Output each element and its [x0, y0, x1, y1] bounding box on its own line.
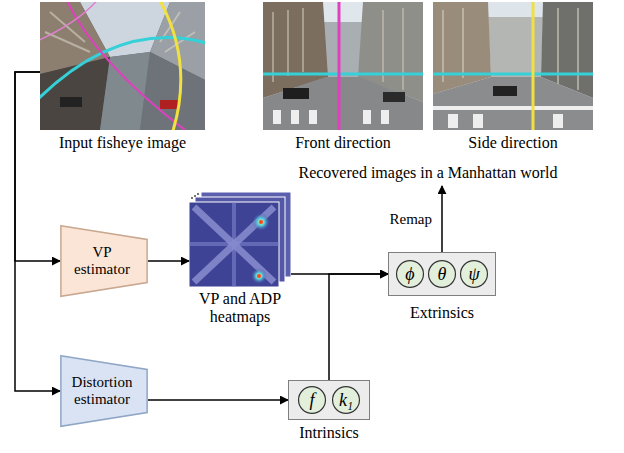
image-frame: [433, 2, 593, 130]
image-frame: [189, 192, 291, 287]
node-text: f: [309, 390, 314, 410]
text-holder: ϕ: [396, 260, 424, 288]
image-node: Input fisheye image: [40, 2, 205, 154]
node-text: Distortion estimator: [60, 374, 148, 408]
encoder-trapezoid: VP estimator: [60, 225, 148, 297]
image-node: Side direction: [433, 2, 593, 154]
text-holder: Distortion estimator: [60, 355, 148, 427]
node-text: Recovered images in a Manhattan world: [258, 164, 598, 182]
parameter-circle: k₁: [332, 386, 360, 414]
node-text: VP and ADP heatmaps: [180, 290, 300, 326]
image-frame: [263, 2, 423, 130]
text-holder: k₁: [332, 386, 360, 414]
caption: Input fisheye image: [40, 134, 205, 152]
caption: Extrinsics: [388, 304, 496, 322]
heatmap-node: VP and ADP heatmaps: [180, 192, 300, 332]
connector-arrow: [441, 186, 443, 252]
parameter-circle: ψ: [460, 260, 488, 288]
parameter-circle: θ: [428, 260, 456, 288]
node-text: k₁: [339, 390, 353, 410]
text-holder: θ: [428, 260, 456, 288]
connector-arrow: [148, 260, 189, 262]
node-text: Intrinsics: [288, 424, 370, 442]
caption: Side direction: [433, 134, 593, 152]
node-text: Side direction: [433, 134, 593, 152]
node-text: Input fisheye image: [40, 134, 205, 152]
text-holder: f: [298, 386, 326, 414]
caption: Intrinsics: [288, 424, 370, 442]
node-text: Extrinsics: [388, 304, 496, 322]
encoder-trapezoid: Distortion estimator: [60, 355, 148, 427]
parameter-panel: Intrinsics f k₁: [288, 380, 370, 446]
edge-label: Remap: [388, 211, 435, 228]
image-group: Recovered images in a Manhattan world Fro…: [258, 2, 598, 186]
text-holder: VP estimator: [60, 225, 148, 297]
caption: Front direction: [263, 134, 423, 152]
fisheye-photo: [40, 2, 205, 130]
parameter-circle: ϕ: [396, 260, 424, 288]
connector-arrow: [329, 274, 388, 380]
node-text: ϕ: [405, 264, 414, 284]
text-holder: ψ: [460, 260, 488, 288]
caption: Recovered images in a Manhattan world: [258, 164, 598, 182]
node-text: θ: [438, 264, 447, 284]
side-photo: [433, 2, 593, 130]
connector-arrow: [148, 399, 288, 401]
caption: VP and ADP heatmaps: [180, 290, 300, 326]
node-text: Front direction: [263, 134, 423, 152]
node-text: VP estimator: [60, 244, 148, 278]
connector-arrow: [15, 72, 60, 391]
front-photo: [263, 2, 423, 130]
connector-arrow: [15, 72, 60, 261]
parameter-panel: Extrinsics ϕ θ ψ: [388, 252, 496, 328]
image-node: Front direction: [263, 2, 423, 154]
node-text: ψ: [468, 264, 479, 284]
heatmap-stack: [189, 192, 291, 287]
image-frame: [40, 2, 205, 130]
parameter-circle: f: [298, 386, 326, 414]
